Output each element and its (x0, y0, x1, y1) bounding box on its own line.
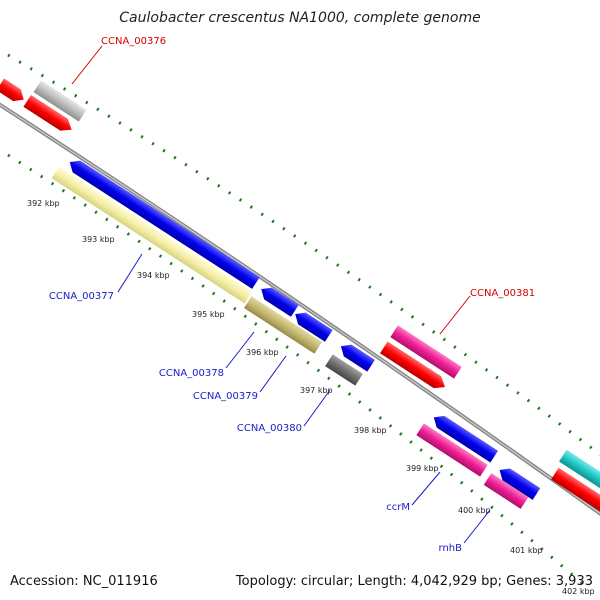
gene-label-ccrm: ccrM (386, 502, 410, 513)
tick-label: 398 kbp (354, 426, 387, 435)
gene-ccna-00380-grey[interactable] (325, 354, 363, 386)
gene-arrow-red-top[interactable] (0, 78, 28, 106)
gene-ccna-00380[interactable] (337, 340, 375, 372)
gene-rnhb-pink[interactable] (483, 473, 529, 509)
gene-ccna-00377-yellow[interactable] (51, 166, 253, 304)
tick-label: 397 kbp (300, 386, 333, 395)
gene-ccrm[interactable] (430, 412, 499, 463)
gene-arrow-cyan-edge[interactable] (559, 449, 600, 495)
tick-labels: 392 kbp 393 kbp 394 kbp 395 kbp 396 kbp … (27, 199, 595, 596)
gene-arrow-red-edge[interactable] (551, 467, 600, 513)
tick-label: 399 kbp (406, 464, 439, 473)
gene-ccna-00378[interactable] (257, 283, 299, 317)
gene-arrow-red-right[interactable] (379, 341, 449, 394)
gene-label-ccna-00378: CCNA_00378 (159, 368, 224, 379)
tick-label: 392 kbp (27, 199, 60, 208)
tick-label: 400 kbp (458, 506, 491, 515)
gene-rnhb[interactable] (496, 464, 541, 500)
gene-ccna-00377[interactable] (66, 156, 260, 289)
gene-ccna-00376[interactable] (33, 80, 87, 122)
gene-label-ccna-00377: CCNA_00377 (49, 291, 114, 302)
genome-summary-text: Topology: circular; Length: 4,042,929 bp… (235, 574, 593, 589)
tick-track-inner (7, 153, 591, 592)
page-title: Caulobacter crescentus NA1000, complete … (119, 10, 481, 26)
gene-ccrm-pink[interactable] (416, 423, 488, 477)
gene-label-ccna-00381: CCNA_00381 (470, 288, 535, 299)
tick-label: 395 kbp (192, 310, 225, 319)
gene-label-rnhb: rnhB (439, 543, 463, 554)
gene-label-ccna-00380: CCNA_00380 (237, 423, 302, 434)
gene-arrow-red-lower[interactable] (23, 94, 75, 136)
tick-track-outer (7, 53, 600, 457)
gene-label-ccna-00376: CCNA_00376 (101, 36, 166, 47)
genome-backbone (0, 102, 600, 516)
gene-label-ccna-00379: CCNA_00379 (193, 391, 258, 402)
tick-label: 393 kbp (82, 235, 115, 244)
accession-text: Accession: NC_011916 (10, 574, 158, 589)
gene-ccna-00379[interactable] (243, 296, 323, 354)
tick-label: 394 kbp (137, 271, 170, 280)
gene-arrow-blue-small[interactable] (291, 308, 333, 342)
tick-label: 401 kbp (510, 546, 543, 555)
tick-label: 402 kbp (562, 587, 595, 596)
gene-label-leaders (71, 45, 491, 544)
tick-label: 396 kbp (246, 348, 279, 357)
gene-ccna-00381[interactable] (390, 325, 462, 379)
